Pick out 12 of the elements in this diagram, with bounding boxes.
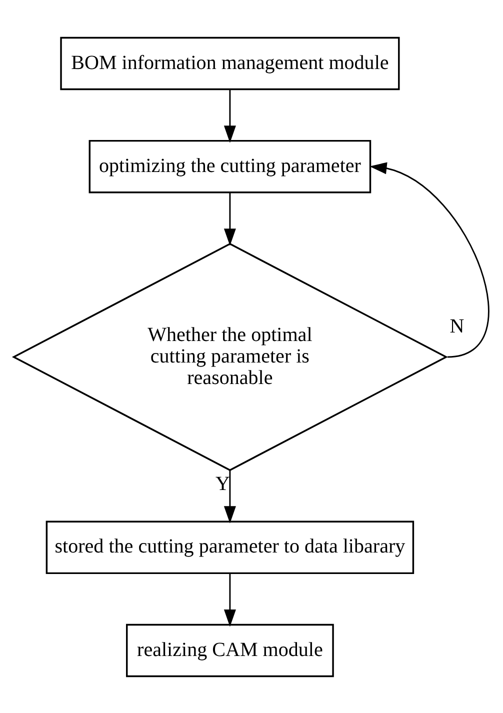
arrow bbox=[370, 162, 490, 358]
node-box: realizing CAM module bbox=[126, 623, 334, 677]
arrow bbox=[224, 89, 236, 142]
arrow bbox=[224, 470, 236, 523]
node-box: BOM information management module bbox=[60, 36, 400, 90]
edge-label: N bbox=[450, 314, 464, 337]
node-diamond: Whether the optimal cutting parameter is reasonable bbox=[12, 242, 448, 471]
node-box: stored the cutting parameter to data libarary bbox=[46, 520, 414, 574]
arrow bbox=[224, 573, 236, 626]
arrow bbox=[224, 192, 236, 246]
node-box: optimizing the cutting parameter bbox=[88, 139, 372, 193]
edge-label: Y bbox=[216, 472, 230, 495]
